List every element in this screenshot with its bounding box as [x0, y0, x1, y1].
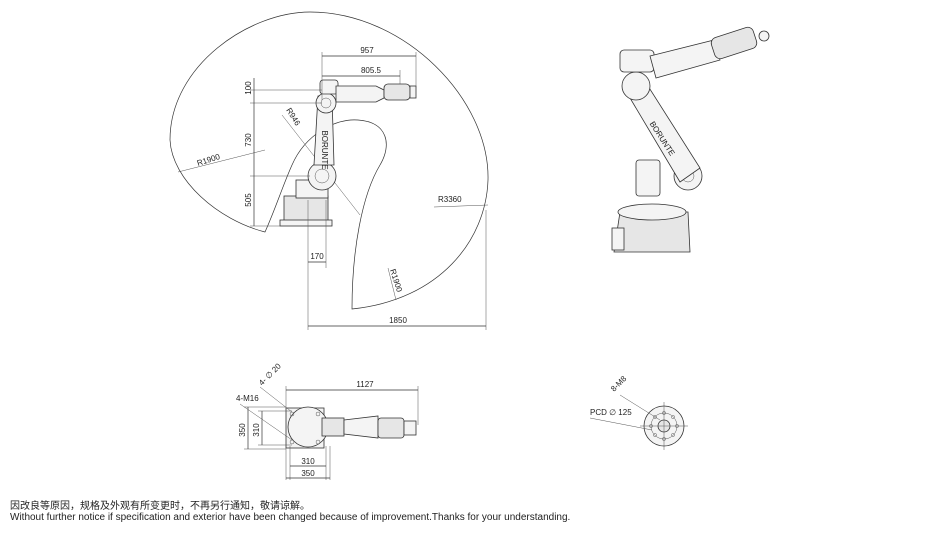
dim-505: 505: [244, 193, 253, 207]
dim-1850: 1850: [389, 316, 407, 325]
dim-r946: R946: [284, 106, 302, 127]
dim-pcd-125: PCD ∅ 125: [590, 408, 632, 417]
flange: [409, 85, 417, 99]
iso-flange: [758, 30, 770, 42]
r3360-leader: [433, 204, 489, 208]
dim-310-height: 310: [252, 423, 261, 437]
robot-isometric-view: BORUNTE: [611, 26, 770, 253]
robot-base: [283, 195, 329, 225]
workspace-envelope: [169, 11, 489, 310]
robot-side-view: BORUNTE: [279, 79, 417, 227]
dim-170: 170: [310, 252, 324, 261]
iso-elbow: [621, 71, 651, 101]
r1900-bottom-leader: [387, 267, 397, 301]
dim-310-width: 310: [301, 457, 315, 466]
r1900-left-leader: [177, 149, 266, 173]
dim-r1900-bottom: R1900: [388, 268, 404, 294]
dim-730: 730: [244, 133, 253, 147]
wrist: [383, 83, 411, 101]
dim-r3360: R3360: [438, 195, 462, 204]
dim-holes-thread: 4-M16: [236, 394, 259, 403]
dim-350-width: 350: [301, 469, 315, 478]
notice-english: Without further notice if specification …: [10, 512, 571, 523]
flange-view: [640, 402, 688, 450]
iso-motor: [635, 159, 661, 197]
dim-100: 100: [244, 81, 253, 95]
dim-957: 957: [360, 46, 374, 55]
dim-1127: 1127: [356, 380, 374, 389]
svg-text:BORUNTE: BORUNTE: [320, 130, 329, 169]
dim-8-m8: 8-M8: [609, 374, 629, 394]
upper-arm: [335, 85, 385, 103]
top-arm: [343, 415, 379, 439]
dim-r1900-left: R1900: [196, 152, 222, 168]
iso-wrist: [710, 26, 758, 60]
dim-holes-large: 4- ∅ 20: [257, 361, 283, 387]
iso-upper-arm: [649, 39, 721, 79]
notice-chinese: 因改良等原因，规格及外观有所变更时，不再另行通知，敬请谅解。: [10, 501, 310, 512]
dim-805-5: 805.5: [361, 66, 382, 75]
robot-top-view: [285, 406, 417, 449]
dim-350-height: 350: [238, 423, 247, 437]
